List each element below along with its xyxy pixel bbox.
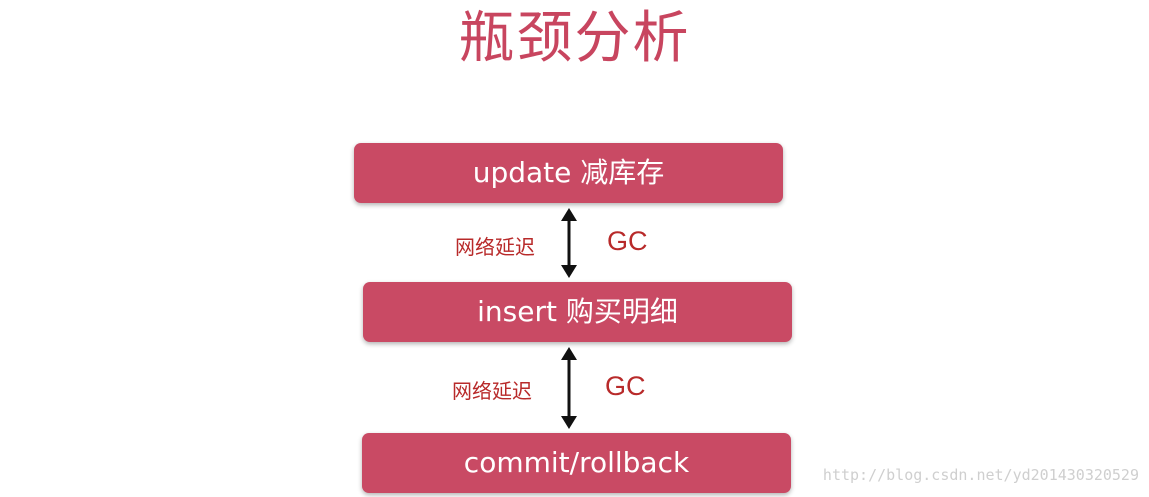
step-commit-label: commit/rollback xyxy=(463,446,690,479)
step-insert-box: insert 购买明细 xyxy=(363,282,792,342)
double-arrow-icon xyxy=(561,208,577,278)
network-latency-label: 网络延迟 xyxy=(452,379,532,403)
watermark-url: http://blog.csdn.net/yd201430320529 xyxy=(822,466,1139,484)
step-insert-label: insert 购买明细 xyxy=(477,295,678,328)
step-update-label: update 减库存 xyxy=(472,156,665,189)
step-commit-box: commit/rollback xyxy=(362,433,791,493)
double-arrow-icon xyxy=(561,347,577,429)
network-latency-label: 网络延迟 xyxy=(455,235,535,259)
gc-label: GC xyxy=(607,226,648,256)
step-update-box: update 减库存 xyxy=(354,143,783,203)
slide-title: 瓶颈分析 xyxy=(458,6,691,71)
gc-label: GC xyxy=(605,371,646,401)
